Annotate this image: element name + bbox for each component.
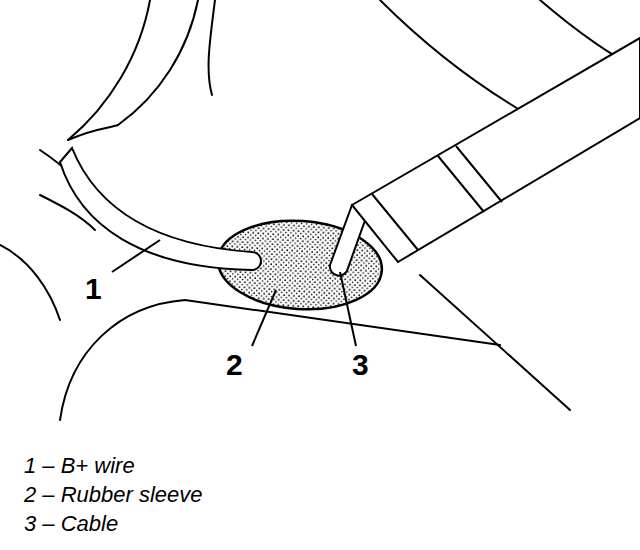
sleeve-band bbox=[372, 146, 502, 250]
cable-sleeve bbox=[352, 38, 640, 262]
callout-number: 2 bbox=[226, 348, 243, 381]
part-key: 2 – Rubber sleeve bbox=[24, 483, 203, 507]
part-key: 1 – B+ wire bbox=[24, 454, 135, 478]
callout-number: 1 bbox=[85, 272, 102, 305]
part-key: 3 – Cable bbox=[24, 512, 118, 536]
leader-lines bbox=[112, 240, 356, 346]
callout-number: 3 bbox=[352, 348, 369, 381]
body-outline bbox=[0, 0, 640, 420]
b-plus-wire bbox=[60, 148, 261, 270]
